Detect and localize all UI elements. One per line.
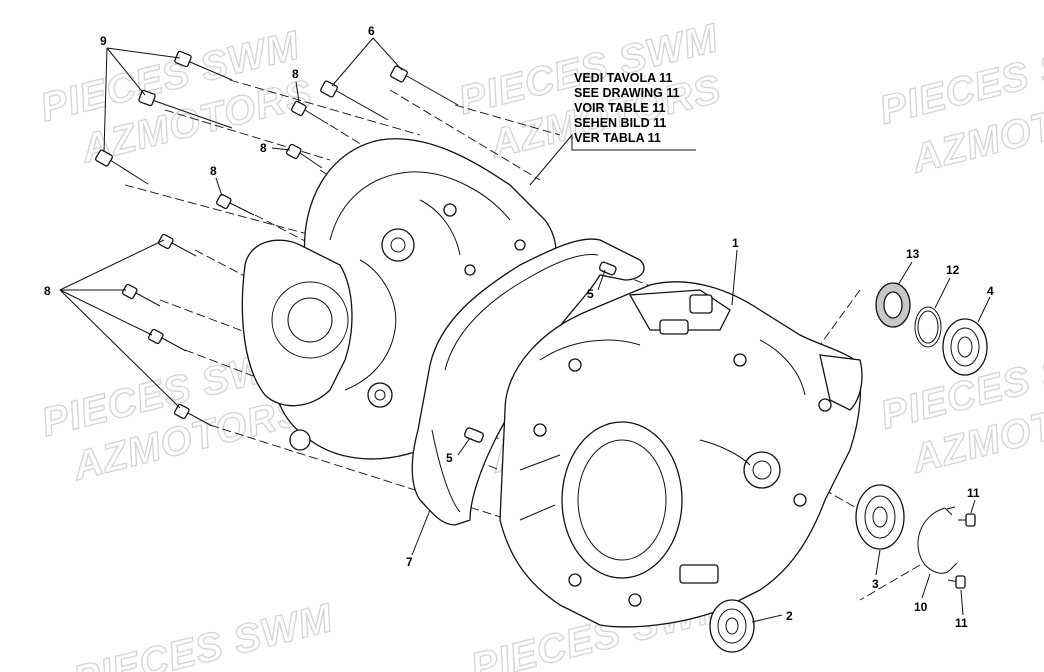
bolt <box>285 143 323 169</box>
bolt-group <box>95 50 459 427</box>
callout-13: 13 <box>906 247 920 261</box>
watermark-text: PIECES SWM <box>69 596 338 672</box>
bolt <box>174 50 233 81</box>
callout-1: 1 <box>732 236 739 250</box>
screw <box>958 513 976 527</box>
callout-7: 7 <box>406 555 413 569</box>
note-line: SEHEN BILD 11 <box>574 116 666 130</box>
callout-3: 3 <box>872 577 879 591</box>
callout-4: 4 <box>987 284 994 298</box>
cross-reference-note: VEDI TAVOLA 11 SEE DRAWING 11 VOIR TABLE… <box>574 71 680 145</box>
callout-11: 11 <box>967 486 980 500</box>
callout-8: 8 <box>44 284 51 298</box>
note-line: VER TABLA 11 <box>574 131 661 145</box>
callout-2: 2 <box>786 609 793 623</box>
bolt <box>390 65 459 106</box>
bolt <box>95 149 149 185</box>
bolt <box>121 283 161 307</box>
bolt <box>215 193 255 216</box>
dowel-pins <box>464 261 617 443</box>
callout-12: 12 <box>946 263 960 277</box>
bolt <box>157 233 197 257</box>
note-line: VOIR TABLE 11 <box>574 101 666 115</box>
callout-6: 6 <box>368 24 375 38</box>
circlip <box>914 306 942 348</box>
bearing-seal-group <box>709 282 988 653</box>
callout-10: 10 <box>914 600 928 614</box>
bolt <box>147 328 187 352</box>
bearing <box>855 484 905 550</box>
callout-11: 11 <box>955 616 968 630</box>
callout-labels: 9 6 8 8 8 8 1 5 5 7 13 12 4 3 2 10 11 11 <box>44 24 994 630</box>
note-line: VEDI TAVOLA 11 <box>574 71 672 85</box>
note-line: SEE DRAWING 11 <box>574 86 680 100</box>
callout-5: 5 <box>587 287 594 301</box>
callout-5: 5 <box>446 451 453 465</box>
bearing <box>709 599 755 653</box>
callout-8: 8 <box>210 164 217 178</box>
bearing <box>942 318 988 376</box>
leader-lines <box>59 37 991 623</box>
bolt <box>138 89 233 129</box>
callout-8: 8 <box>260 141 267 155</box>
crankcase-main <box>499 281 863 628</box>
bolt <box>173 403 213 427</box>
callout-8: 8 <box>292 67 299 81</box>
screw <box>947 575 966 589</box>
retaining-plate <box>917 507 958 574</box>
oil-seal <box>875 282 911 328</box>
bolt <box>290 100 329 125</box>
bolt <box>320 80 389 121</box>
callout-9: 9 <box>100 34 107 48</box>
